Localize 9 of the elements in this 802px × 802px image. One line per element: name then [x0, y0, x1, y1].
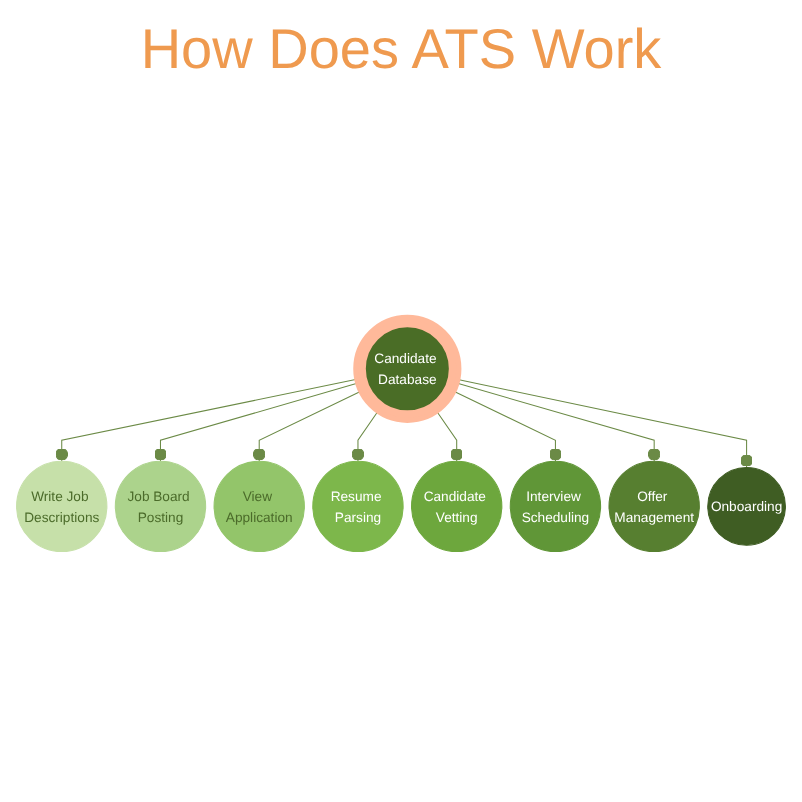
connector: [55, 377, 359, 461]
connector: [452, 389, 562, 461]
connector: [456, 377, 753, 468]
title: How Does ATS Work: [140, 16, 662, 84]
connector: [435, 408, 464, 461]
connector: [154, 381, 360, 461]
connector: [351, 408, 380, 461]
connector: [252, 389, 363, 461]
connector: [455, 381, 661, 461]
